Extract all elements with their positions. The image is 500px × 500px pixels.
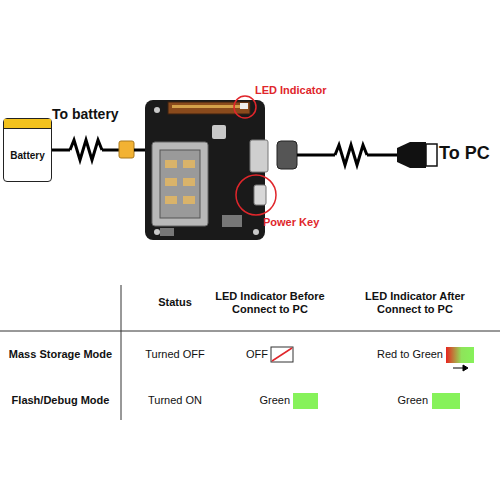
green-swatch — [432, 393, 460, 409]
table-header: LED Indicator Before Connect to PC — [205, 290, 335, 316]
led-highlight — [234, 96, 256, 118]
power-key — [254, 185, 266, 205]
board-connector — [168, 102, 250, 114]
sim-slot — [152, 142, 208, 226]
table-cell: Green — [244, 394, 290, 407]
battery-connector — [119, 141, 134, 158]
table-cell: OFF — [236, 348, 268, 361]
table-header: LED Indicator After Connect to PC — [350, 290, 480, 316]
wire-label: To battery — [52, 106, 132, 123]
usb-cable — [297, 145, 397, 165]
callout-label: LED Indicator — [255, 84, 345, 97]
pc-plug — [397, 142, 426, 168]
usb-plug — [277, 141, 297, 169]
table-cell: Green — [382, 394, 428, 407]
table-cell: Flash/Debug Mode — [2, 394, 119, 407]
table-cell: Mass Storage Mode — [2, 348, 119, 361]
battery-box: Battery — [3, 118, 52, 182]
callout-label: Power Key — [263, 216, 343, 229]
table-header: Status — [140, 296, 210, 309]
wire-label: To PC — [439, 143, 497, 165]
board — [145, 100, 265, 240]
table-cell: Turned OFF — [135, 348, 215, 361]
green-swatch — [293, 393, 318, 409]
key-highlight — [236, 175, 276, 215]
usb-port — [250, 140, 268, 172]
battery-wire — [52, 140, 120, 160]
battery-label: Battery — [10, 150, 44, 161]
battery-cap — [4, 119, 51, 129]
table-rule — [0, 331, 500, 332]
off-swatch — [271, 347, 293, 362]
table-cell: Turned ON — [135, 394, 215, 407]
table-rule — [121, 285, 122, 420]
swatch-arrow — [453, 365, 468, 371]
red-green-swatch — [446, 347, 474, 363]
table-cell: Red to Green — [360, 348, 443, 361]
